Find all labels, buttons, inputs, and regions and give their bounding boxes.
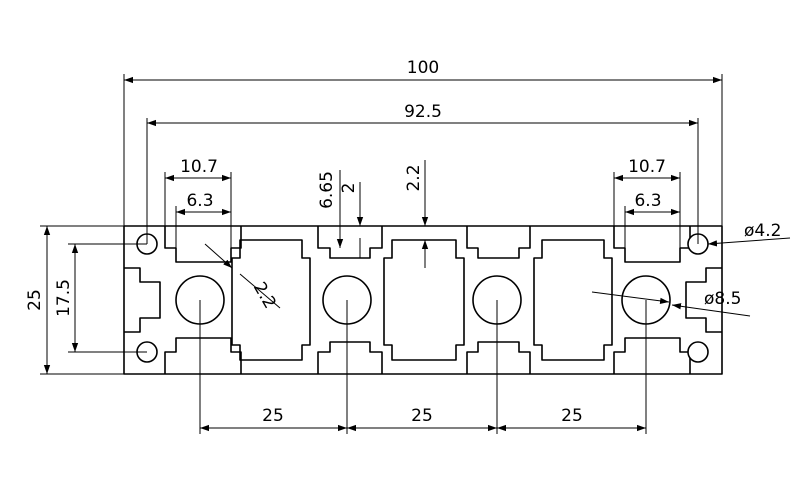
dim-slot-outer-left-label: 10.7	[180, 157, 218, 177]
dim-core-pitch-3-label: 25	[561, 406, 583, 426]
top-slots	[164, 226, 691, 263]
dim-overall-width: 100	[123, 58, 723, 226]
profile-outline	[123, 225, 723, 375]
dim-core-hole-label: ø8.5	[704, 289, 741, 309]
dim-hole-pitch-width: 92.5	[146, 102, 699, 244]
small-holes	[136, 233, 709, 363]
dim-lip-thickness-label: 2	[339, 183, 359, 194]
dim-core-pitch-1-label: 25	[262, 406, 284, 426]
dim-wall-diag-label: 2.2	[249, 279, 280, 312]
dim-slot-outer-right-label: 10.7	[628, 157, 666, 177]
dim-overall-width-label: 100	[407, 58, 439, 78]
dim-wall-top-label: 2.2	[404, 164, 424, 191]
dim-hole-pitch-height: 17.5	[54, 243, 147, 353]
dim-small-hole-label: ø4.2	[744, 221, 781, 241]
dim-lip: 6.65 2	[317, 170, 364, 258]
dim-hole-pitch-height-label: 17.5	[54, 279, 74, 317]
dim-height-label: 25	[25, 289, 45, 311]
dim-slot-inner-left-label: 6.3	[186, 191, 213, 211]
dim-height: 25	[25, 225, 124, 375]
inner-cavities	[231, 239, 613, 361]
dim-slot-inner-right-label: 6.3	[634, 191, 661, 211]
dim-wall-top: 2.2	[404, 160, 429, 268]
dim-slot-right: 10.7 6.3	[613, 157, 681, 248]
dim-slot-left: 10.7 6.3	[164, 157, 232, 248]
dim-hole-pitch-width-label: 92.5	[404, 102, 442, 122]
dim-core-pitch-2-label: 25	[411, 406, 433, 426]
dim-core-pitch: 25 25 25	[199, 300, 647, 434]
dim-core-hole: ø8.5	[591, 289, 751, 317]
side-slots	[124, 267, 722, 333]
dim-lip-depth-label: 6.65	[317, 171, 337, 209]
dim-small-hole: ø4.2	[707, 221, 791, 247]
